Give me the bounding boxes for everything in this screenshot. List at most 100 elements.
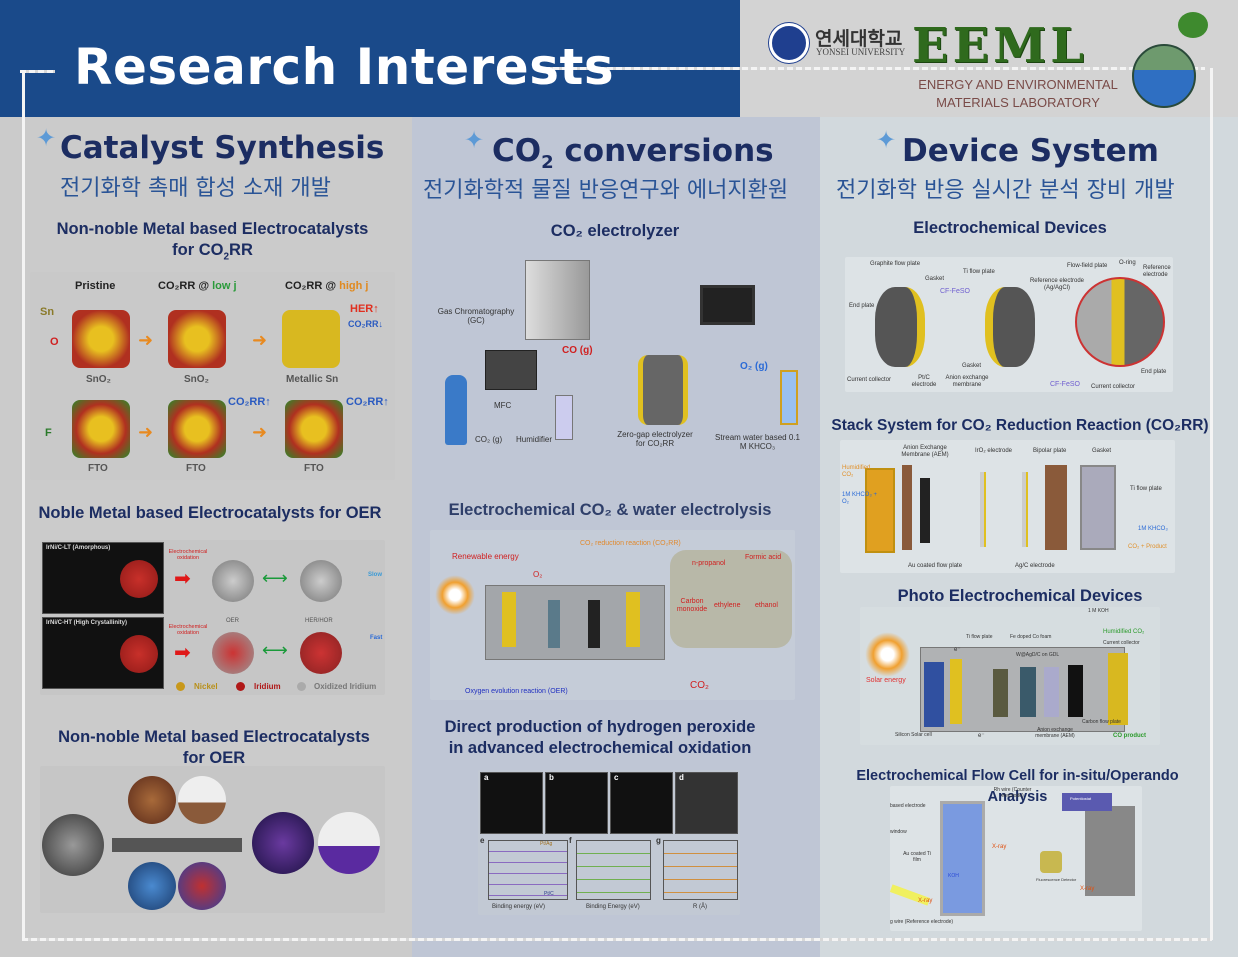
label: Iridium bbox=[254, 682, 281, 691]
label: Carbon flow plate bbox=[1082, 719, 1121, 725]
sun-icon bbox=[865, 632, 910, 677]
section-title: CO2 conversions bbox=[492, 133, 774, 173]
label: Anion exchange membrane (AEM) bbox=[1035, 727, 1075, 739]
label: Current collector bbox=[847, 377, 892, 383]
subsection-title: Noble Metal based Electrocatalysts for O… bbox=[38, 504, 382, 522]
arrow-icon: ➡ bbox=[174, 568, 191, 590]
figure-oer-noble: IrNi/C-LT (Amorphous) IrNi/C-HT (High Cr… bbox=[40, 540, 385, 695]
iridium-legend-icon bbox=[236, 682, 245, 691]
label: window bbox=[890, 829, 907, 835]
label: CO₂ + Product bbox=[1128, 544, 1167, 550]
label: O₂ bbox=[533, 570, 543, 579]
label: OER bbox=[226, 618, 240, 624]
figure-co2-water-electrolysis: Renewable energy O₂ CO₂ reduction reacti… bbox=[430, 530, 795, 700]
t: high j bbox=[339, 280, 369, 292]
label: Rh wire (Counter electrode) bbox=[993, 787, 1032, 799]
label: Oxygen evolution reaction (OER) bbox=[465, 688, 568, 695]
label: Gasket bbox=[962, 363, 982, 369]
page-title: Research Interests bbox=[74, 38, 615, 96]
label: g wire (Reference electrode) bbox=[890, 919, 954, 925]
label: X-ray bbox=[992, 844, 1007, 850]
end-plate bbox=[985, 287, 1035, 367]
title-line: Non-noble Metal based Electrocatalysts bbox=[56, 220, 369, 238]
gasket bbox=[1045, 465, 1067, 550]
current-collector bbox=[1108, 653, 1128, 725]
label: e⁻ bbox=[954, 647, 961, 653]
label: ethanol bbox=[755, 602, 778, 609]
label: Humidified CO₂ bbox=[842, 465, 871, 478]
univ-name-en: YONSEI UNIVERSITY bbox=[816, 47, 906, 57]
legend-label: Pt/C bbox=[544, 891, 554, 897]
label: Solar energy bbox=[866, 677, 906, 684]
t: 2 bbox=[223, 251, 230, 263]
label: Anion Exchange Membrane (AEM) bbox=[901, 445, 949, 458]
label: Renewable energy bbox=[452, 552, 519, 561]
arrow-icon: ➜ bbox=[138, 422, 154, 442]
crystal-icon bbox=[285, 400, 343, 458]
label: c bbox=[614, 773, 619, 782]
subsection-title: Electrochemical CO₂ & water electrolysis bbox=[448, 501, 772, 519]
t: CO₂RR @ bbox=[158, 280, 213, 292]
exafs-plot bbox=[663, 840, 738, 900]
label: IrNi/C-LT (Amorphous) bbox=[46, 545, 111, 551]
t: low j bbox=[212, 280, 237, 292]
label: F bbox=[45, 427, 52, 439]
label: e bbox=[480, 836, 485, 845]
arrow-icon: ➡ bbox=[174, 642, 191, 664]
t: CO bbox=[492, 133, 542, 169]
label: CO₂ reduction reaction (CO₂RR) bbox=[580, 540, 681, 547]
humidifier bbox=[555, 395, 573, 440]
label: Zero-gap electrolyzer for CO₂RR bbox=[617, 430, 693, 449]
membrane bbox=[902, 465, 912, 550]
label: CO₂RR @ high j bbox=[285, 280, 368, 293]
electrode bbox=[920, 478, 930, 543]
label: Nickel bbox=[194, 682, 218, 691]
label: Silicon Solar cell bbox=[895, 732, 932, 738]
subsection-title: Direct production of hydrogen peroxide in… bbox=[420, 717, 780, 759]
label: FTO bbox=[88, 463, 108, 474]
label: Electrochemical oxidation bbox=[168, 624, 208, 637]
gc-instrument bbox=[525, 260, 590, 340]
reservoir bbox=[780, 370, 798, 425]
crystal-icon bbox=[168, 310, 226, 368]
nanoparticle-icon bbox=[212, 560, 254, 602]
plate bbox=[548, 600, 560, 648]
label: IrO₂ electrode bbox=[975, 448, 1013, 454]
label: Gasket bbox=[925, 276, 945, 282]
gas-cylinder bbox=[445, 375, 467, 445]
chalk-line bbox=[20, 70, 55, 73]
header-banner bbox=[0, 0, 740, 117]
label: Graphite flow plate bbox=[870, 261, 921, 267]
tem-panel-c bbox=[610, 772, 673, 834]
foam bbox=[1020, 667, 1036, 717]
label: Fluorescence Detector bbox=[1036, 877, 1077, 882]
label: HER/HOR bbox=[305, 618, 333, 624]
label: a bbox=[484, 773, 489, 782]
title-line: for OER bbox=[182, 749, 246, 767]
label: SnO₂ bbox=[86, 374, 111, 385]
tem-panel-a bbox=[480, 772, 543, 834]
label: Reference electrode bbox=[1143, 265, 1171, 278]
magnified-image bbox=[178, 776, 226, 824]
label: CO₂RR↑ bbox=[228, 396, 271, 408]
title-line: Direct production of hydrogen peroxide bbox=[444, 718, 756, 736]
subsection-title: Stack System for CO₂ Reduction Reaction … bbox=[831, 417, 1209, 434]
t: RR bbox=[229, 241, 253, 259]
stand bbox=[1085, 806, 1135, 896]
plate bbox=[588, 600, 600, 648]
solar-cell bbox=[924, 662, 944, 727]
label: Au coated Ti film bbox=[903, 851, 931, 863]
crystal-icon bbox=[168, 400, 226, 458]
xps-plot bbox=[576, 840, 651, 900]
sun-icon bbox=[435, 575, 475, 615]
foam-image bbox=[42, 814, 104, 876]
label: O bbox=[50, 336, 59, 348]
computer-monitor bbox=[700, 285, 755, 325]
title-line: in advanced electrochemical oxidation bbox=[448, 739, 752, 757]
detector bbox=[1040, 851, 1062, 873]
label: CO product bbox=[1113, 733, 1146, 739]
label: Electrochemical oxidation bbox=[168, 549, 208, 562]
section-title: Device System bbox=[902, 133, 1159, 169]
magnified-image bbox=[318, 812, 380, 874]
